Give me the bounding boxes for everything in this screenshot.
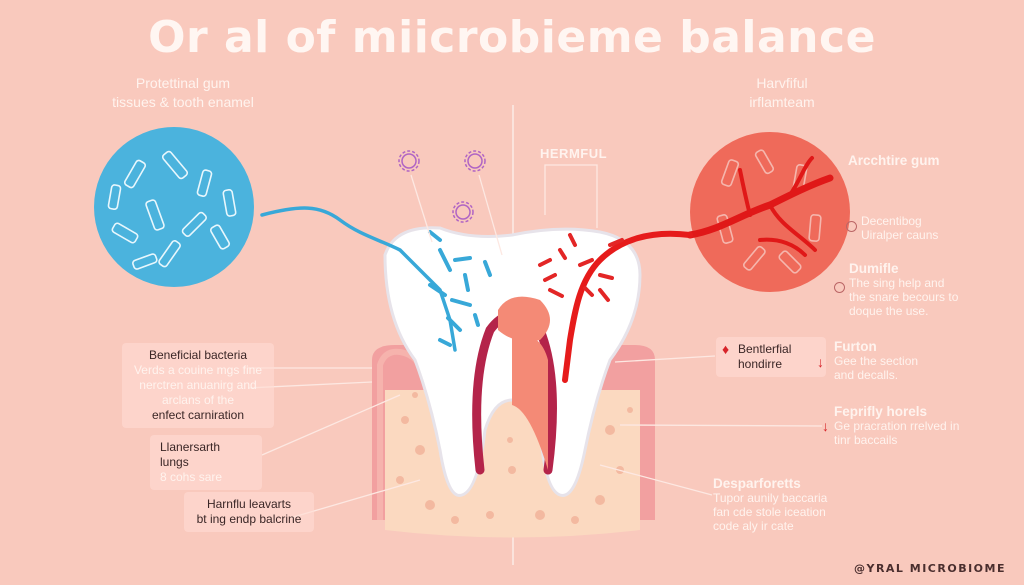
down-arrow-icon: ↓ <box>817 354 824 370</box>
red-bacteria-icon: ♦ <box>722 341 730 357</box>
callout-lungs: Llanersarth lungs 8 cohs sare <box>150 435 262 490</box>
callout-body: The sing help and the snare becours to d… <box>849 276 959 318</box>
right-header: Harvfiful irflamteam <box>712 74 852 112</box>
callout-title: Desparforetts <box>713 476 801 491</box>
callout-beneficial-bacteria: Beneficial bacteria Verds a couine mgs f… <box>122 343 274 428</box>
callout-title: Furton <box>834 339 877 354</box>
callout-footer: enfect carniration <box>151 408 245 422</box>
footer-credit: @YRAL MICROBIOME <box>853 562 1006 575</box>
callout-desparforetts: Desparforetts Tupor aunily baccaria fan … <box>713 476 828 534</box>
harmful-bacteria-circle-icon <box>686 132 850 292</box>
right-header-line1: Harvfiful <box>756 75 808 91</box>
left-header-line1: Protettinal gum <box>135 75 231 91</box>
callout-title: Beneficial bacteria <box>148 348 248 362</box>
callout-arcchtire-gum: Arcchtire gum <box>848 153 940 169</box>
left-header: Protettinal gum tissues & tooth enamel <box>78 74 288 112</box>
callout-title: Bentlerfial <box>738 342 792 356</box>
callout-body: Uiralper cauns <box>861 228 939 242</box>
callout-body: Ge pracration rrelved in tinr baccails <box>834 419 960 447</box>
harmful-tag: HERMFUL <box>540 146 608 161</box>
callout-title: Arcchtire gum <box>848 153 940 168</box>
down-arrow-icon: ↓ <box>822 418 829 434</box>
virus-icons <box>398 150 486 223</box>
bullet-icon <box>834 282 845 293</box>
callout-title: Llanersarth lungs <box>160 440 221 469</box>
bullet-icon <box>846 221 857 232</box>
callout-body: Verds a couine mgs fine nerctren anuanir… <box>133 363 263 407</box>
callout-harmful-leavarts: Harnflu leavarts bt ing endp balcrine <box>184 492 314 532</box>
left-header-line2: tissues & tooth enamel <box>112 94 254 110</box>
callout-body: bt ing endp balcrine <box>196 512 302 526</box>
callout-body: hondirre <box>738 357 783 371</box>
callout-title: Harnflu leavarts <box>206 497 292 511</box>
page-title: Or al of miicrobieme balance <box>148 12 876 63</box>
callout-body: Gee the section and decalls. <box>834 354 919 382</box>
callout-decentibog: Decentibog Uiralper cauns <box>861 214 938 242</box>
beneficial-bacteria-circle-icon <box>94 127 254 287</box>
callout-furton: Furton Gee the section and decalls. <box>834 339 934 383</box>
callout-title: Feprifly horels <box>834 404 928 419</box>
callout-dumifle: Dumifle The sing help and the snare beco… <box>849 261 959 319</box>
callout-bentlerfial: ♦ Bentlerfial hondirre <box>716 337 826 377</box>
callout-feprifly-horels: Feprifly horels Ge pracration rrelved in… <box>834 404 964 448</box>
callout-body: Tupor aunily baccaria fan cde stole icea… <box>713 491 828 533</box>
right-header-line2: irflamteam <box>749 94 815 110</box>
callout-title: Dumifle <box>849 261 899 276</box>
callout-body: 8 cohs sare <box>160 470 223 484</box>
callout-title: Decentibog <box>861 214 922 228</box>
